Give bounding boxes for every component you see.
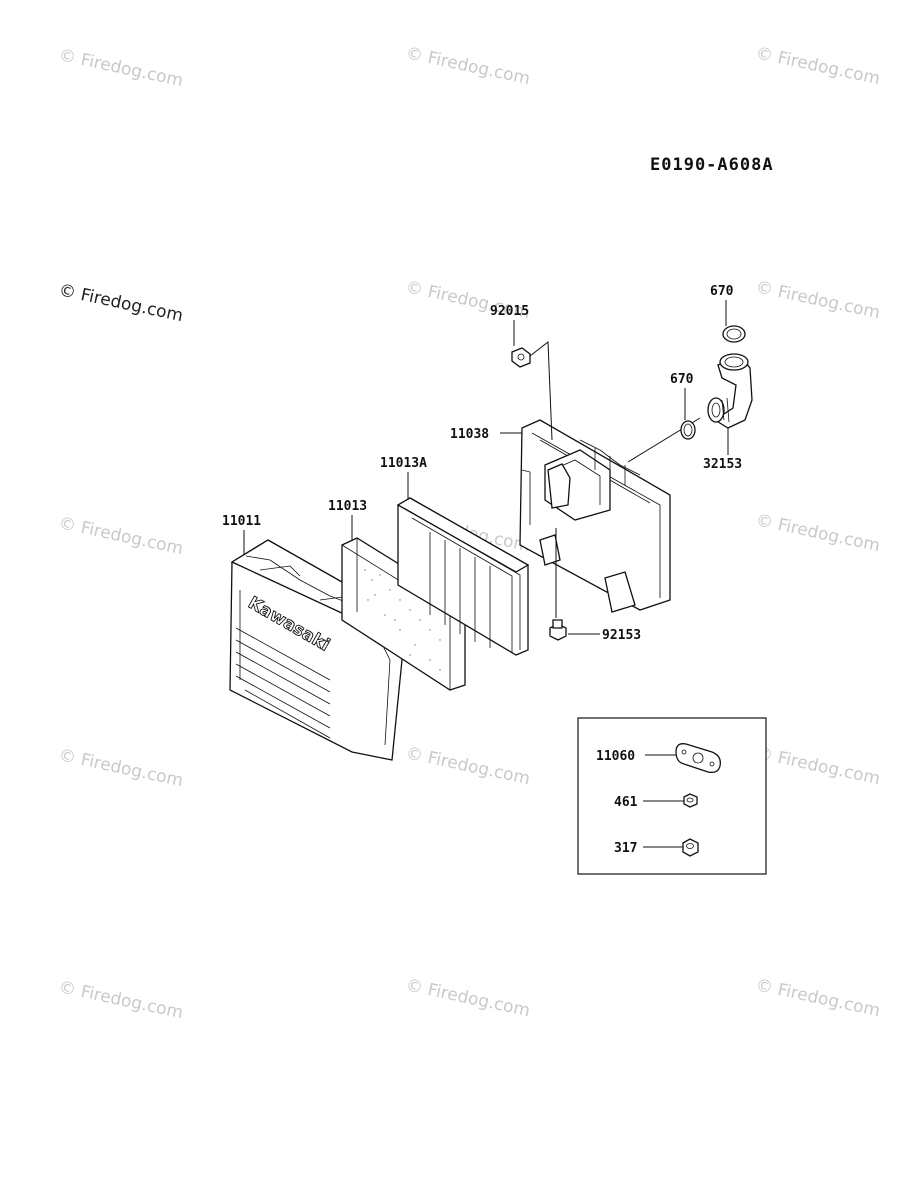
watermark-2: © Firedog.com: [404, 43, 532, 89]
label-92015: 92015: [490, 304, 529, 319]
part-461-nut[interactable]: [683, 793, 698, 808]
label-32153: 32153: [703, 457, 742, 472]
label-11060: 11060: [596, 749, 635, 764]
watermark-11: © Firedog.com: [404, 743, 532, 789]
watermark-7: © Firedog.com: [57, 513, 185, 559]
part-92153-bolt[interactable]: [549, 619, 567, 641]
prefilter-texture: [364, 569, 441, 671]
watermark-4: © Firedog.com: [57, 280, 185, 326]
watermark-12: © Firedog.com: [754, 743, 882, 789]
watermark-13: © Firedog.com: [57, 977, 185, 1023]
watermark-3: © Firedog.com: [754, 43, 882, 89]
diagram-code: E0190-A608A: [650, 155, 774, 175]
part-670-oring-lower[interactable]: [680, 420, 696, 440]
watermark-15: © Firedog.com: [754, 975, 882, 1021]
label-11011: 11011: [222, 514, 261, 529]
watermark-10: © Firedog.com: [57, 745, 185, 791]
watermark-1: © Firedog.com: [57, 45, 185, 91]
part-11013A-element[interactable]: [396, 497, 530, 656]
label-92153: 92153: [602, 628, 641, 643]
label-670-top: 670: [710, 284, 734, 299]
part-32153-pipe[interactable]: [707, 353, 753, 429]
part-92015-nut[interactable]: [511, 347, 531, 368]
watermark-9: © Firedog.com: [754, 510, 882, 556]
part-317-nut[interactable]: [682, 838, 699, 857]
part-11038-base[interactable]: [519, 419, 671, 613]
label-670-lower: 670: [670, 372, 694, 387]
label-11013A: 11013A: [380, 456, 427, 471]
part-11060-gasket[interactable]: [675, 743, 721, 774]
label-317: 317: [614, 841, 637, 856]
label-11013: 11013: [328, 499, 367, 514]
part-670-oring-top[interactable]: [722, 325, 746, 343]
watermark-6: © Firedog.com: [754, 277, 882, 323]
label-461: 461: [614, 795, 638, 810]
kit-box: [577, 717, 767, 875]
watermark-14: © Firedog.com: [404, 975, 532, 1021]
label-11038: 11038: [450, 427, 489, 442]
